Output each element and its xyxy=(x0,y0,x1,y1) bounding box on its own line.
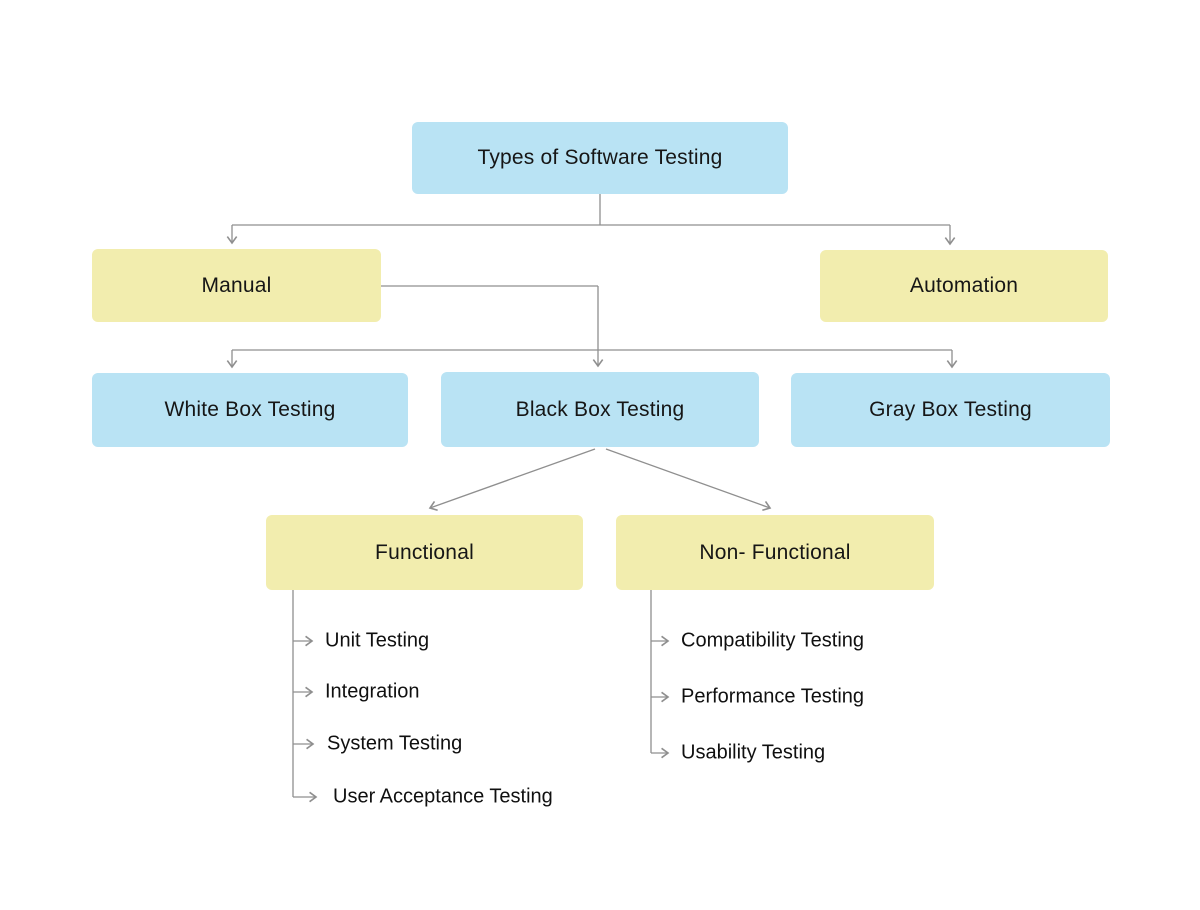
node-automation: Automation xyxy=(820,250,1108,322)
node-white-box-testing: White Box Testing xyxy=(92,373,408,447)
leaf-integration: Integration xyxy=(325,680,420,703)
leaf-usability-testing: Usability Testing xyxy=(681,741,826,764)
leaf-performance-testing: Performance Testing xyxy=(681,685,865,708)
node-functional: Functional xyxy=(266,515,583,590)
node-non-functional: Non- Functional xyxy=(616,515,934,590)
leaf-compatibility-testing: Compatibility Testing xyxy=(681,629,865,652)
leaf-system-testing: System Testing xyxy=(327,732,463,755)
node-manual: Manual xyxy=(92,249,381,322)
node-types-of-software-testing: Types of Software Testing xyxy=(412,122,788,194)
node-gray-box-testing: Gray Box Testing xyxy=(791,373,1110,447)
leaf-unit-testing: Unit Testing xyxy=(325,629,430,652)
node-black-box-testing: Black Box Testing xyxy=(441,372,759,447)
leaf-user-acceptance-testing: User Acceptance Testing xyxy=(333,785,553,808)
